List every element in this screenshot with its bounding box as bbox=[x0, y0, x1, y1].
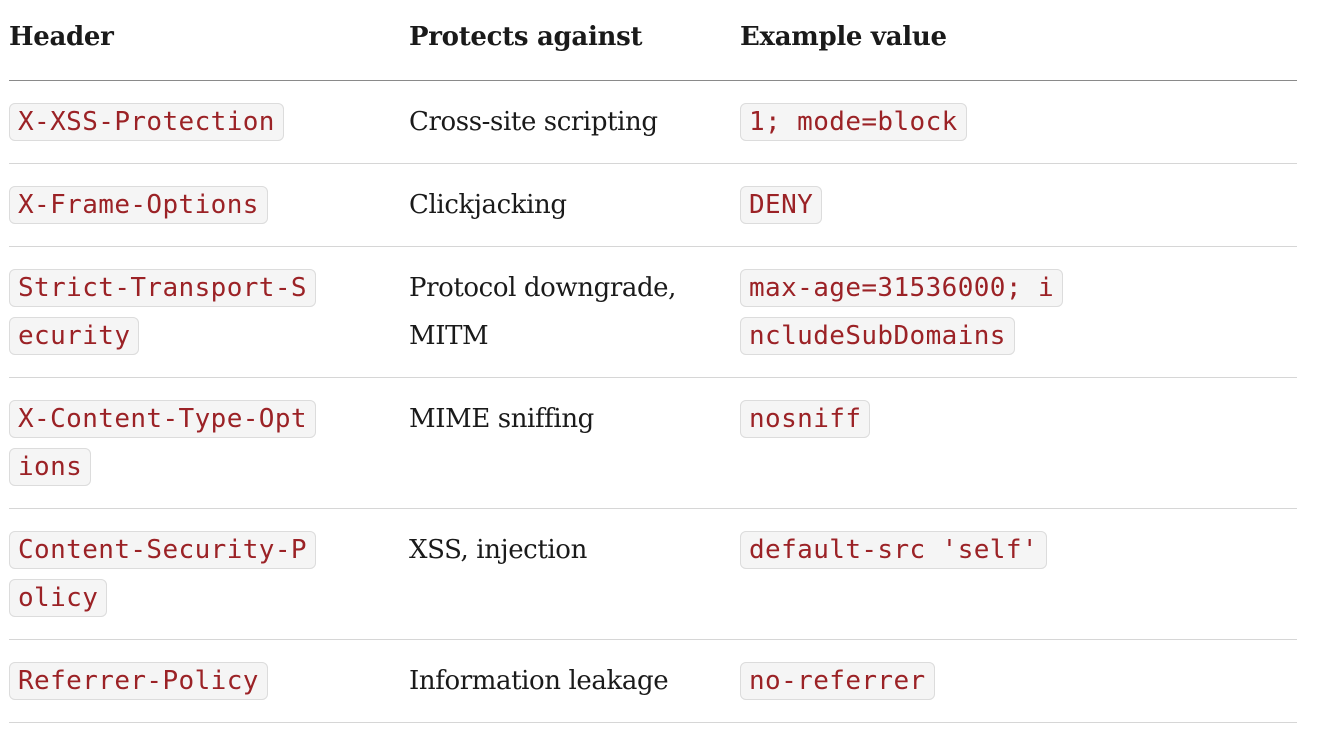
column-header-example-value: Example value bbox=[740, 0, 1297, 81]
header-cell: X-XSS-Protection bbox=[9, 80, 409, 164]
example-value-code: nosniff bbox=[740, 399, 871, 438]
header-cell: Strict-Transport-Security bbox=[9, 246, 409, 378]
example-cell: default-src 'self' bbox=[740, 508, 1297, 640]
protects-text: Clickjacking bbox=[409, 189, 567, 220]
security-headers-table-container: Header Protects against Example value X-… bbox=[9, 0, 1297, 723]
column-header-header: Header bbox=[9, 0, 409, 81]
table-row: X-Content-Type-Options MIME sniffing nos… bbox=[9, 377, 1297, 509]
protects-text: Information leakage bbox=[409, 665, 669, 696]
header-cell: Content-Security-Policy bbox=[9, 508, 409, 640]
protects-text: MIME sniffing bbox=[409, 403, 594, 434]
protects-cell: Cross-site scripting bbox=[409, 80, 740, 164]
table-row: Strict-Transport-Security Protocol downg… bbox=[9, 246, 1297, 378]
protects-cell: Protocol downgrade, MITM bbox=[409, 246, 740, 378]
example-cell: 1; mode=block bbox=[740, 80, 1297, 164]
header-name-code: X-Content-Type-Options bbox=[9, 399, 316, 486]
table-row: X-Frame-Options Clickjacking DENY bbox=[9, 163, 1297, 247]
protects-cell: MIME sniffing bbox=[409, 377, 740, 509]
header-name-code: X-XSS-Protection bbox=[9, 102, 284, 141]
header-name-code: X-Frame-Options bbox=[9, 185, 268, 224]
table-row: Referrer-Policy Information leakage no-r… bbox=[9, 639, 1297, 723]
example-value-code: DENY bbox=[740, 185, 823, 224]
table-row: X-XSS-Protection Cross-site scripting 1;… bbox=[9, 80, 1297, 164]
example-cell: nosniff bbox=[740, 377, 1297, 509]
security-headers-table: Header Protects against Example value X-… bbox=[9, 0, 1297, 723]
protects-cell: Clickjacking bbox=[409, 163, 740, 247]
header-name-code: Referrer-Policy bbox=[9, 661, 268, 700]
example-value-code: default-src 'self' bbox=[740, 530, 1047, 569]
table-header-row: Header Protects against Example value bbox=[9, 0, 1297, 81]
example-cell: no-referrer bbox=[740, 639, 1297, 723]
protects-text: XSS, injection bbox=[409, 534, 587, 565]
protects-text: Protocol downgrade, MITM bbox=[409, 272, 677, 351]
column-header-protects-against: Protects against bbox=[409, 0, 740, 81]
table-head: Header Protects against Example value bbox=[9, 0, 1297, 81]
header-name-code: Content-Security-Policy bbox=[9, 530, 316, 617]
header-cell: X-Content-Type-Options bbox=[9, 377, 409, 509]
protects-cell: Information leakage bbox=[409, 639, 740, 723]
table-body: X-XSS-Protection Cross-site scripting 1;… bbox=[9, 80, 1297, 723]
header-cell: X-Frame-Options bbox=[9, 163, 409, 247]
header-name-code: Strict-Transport-Security bbox=[9, 268, 316, 355]
example-value-code: 1; mode=block bbox=[740, 102, 967, 141]
protects-text: Cross-site scripting bbox=[409, 106, 658, 137]
example-value-code: no-referrer bbox=[740, 661, 935, 700]
example-value-code: max-age=31536000; includeSubDomains bbox=[740, 268, 1064, 355]
table-row: Content-Security-Policy XSS, injection d… bbox=[9, 508, 1297, 640]
protects-cell: XSS, injection bbox=[409, 508, 740, 640]
example-cell: DENY bbox=[740, 163, 1297, 247]
example-cell: max-age=31536000; includeSubDomains bbox=[740, 246, 1297, 378]
header-cell: Referrer-Policy bbox=[9, 639, 409, 723]
